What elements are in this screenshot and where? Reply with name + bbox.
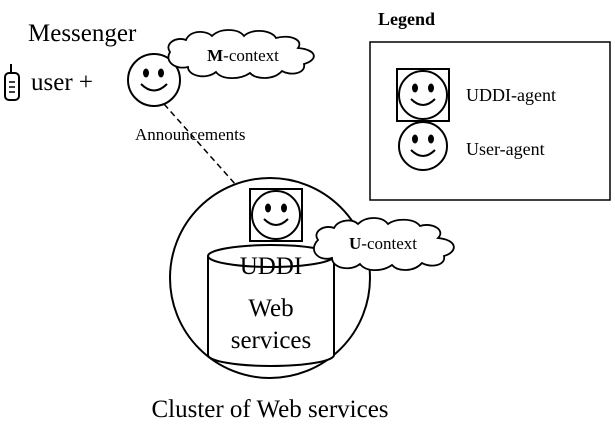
legend-uddi-agent-label: UDDI-agent (466, 85, 556, 105)
database-top-label: UDDI (240, 253, 303, 280)
u-context-rest: -context (361, 234, 417, 253)
u-context-cloud: U-context (313, 217, 455, 272)
legend-title: Legend (378, 9, 435, 29)
messenger-title: Messenger (28, 20, 137, 47)
u-context-bold: U (349, 234, 361, 253)
uddi-agent-icon (249, 188, 303, 242)
uddi-database-cylinder: UDDI Web services (207, 244, 335, 367)
m-context-bold: M (207, 46, 223, 65)
user-label: user + (31, 69, 93, 96)
mobile-phone-icon (4, 64, 20, 101)
legend-user-agent-label: User-agent (466, 139, 545, 159)
database-body-line-1: Web (248, 295, 293, 322)
m-context-rest: -context (223, 46, 279, 65)
m-context-label: M-context (207, 46, 279, 65)
user-agent-icon (127, 53, 181, 107)
u-context-label: U-context (349, 234, 417, 253)
legend-uddi-agent-icon (396, 68, 450, 122)
database-body-line-2: services (231, 327, 312, 354)
legend-user-agent-icon (398, 121, 448, 171)
m-context-cloud: M-context (167, 29, 315, 80)
cluster-label: Cluster of Web services (151, 396, 388, 423)
